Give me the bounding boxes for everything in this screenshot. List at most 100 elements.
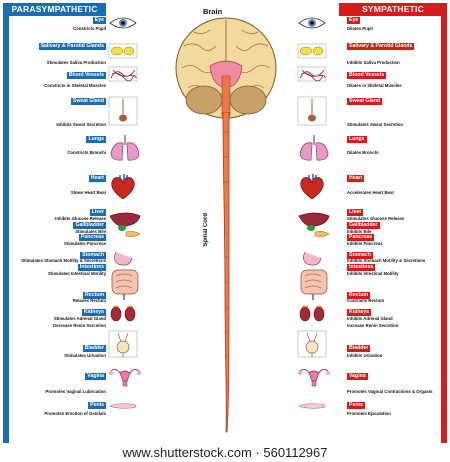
parasympathetic-tag-blood-vessels: Blood Vessels [66, 72, 106, 79]
spinal-cord-illustration [222, 112, 230, 433]
sympathetic-tag-gallbladder: Gallbladder [347, 222, 380, 229]
parasympathetic-effect: Inhibits Sweat Secretion [56, 122, 106, 127]
sympathetic-tag-pancreas: Pancreas [347, 234, 375, 241]
parasympathetic-tag-kidneys: Kidneys [81, 309, 106, 316]
parasympathetic-tag-gallbladder: Gallbladder [73, 222, 106, 229]
blood-vessels-icon [108, 66, 138, 82]
uterus-icon [108, 365, 142, 387]
parasympathetic-tag-heart: Heart [88, 175, 106, 182]
sympathetic-tag-penis: Penis [347, 402, 365, 409]
parasympathetic-effect: Stimulates Bile [75, 229, 106, 234]
sympathetic-effect: Inhibits Bile [347, 229, 372, 234]
sympathetic-tag-bladder: Bladder [347, 345, 371, 352]
lungs-icon [297, 133, 331, 163]
heart-icon [297, 172, 327, 202]
sympathetic-tag-kidneys: Kidneys [347, 309, 372, 316]
parasympathetic-tag-penis: Penis [88, 402, 106, 409]
sympathetic-tag-salivary-parotid-glands: Salivary & Parotid Glands [347, 43, 415, 50]
sweat-gland-icon [108, 96, 138, 126]
liver-icon [108, 210, 142, 240]
bladder-icon [108, 330, 138, 358]
sympathetic-side-bar [441, 3, 447, 443]
sympathetic-effect: Dilates in Skeletal Muscles [347, 83, 402, 88]
stomach-intestines-icon [108, 250, 142, 300]
sympathetic-tag-lungs: Lungs [347, 136, 367, 143]
sympathetic-effect: Dilates Pupil [347, 26, 373, 31]
sympathetic-tag-sweat-gland: Sweat Gland [347, 98, 383, 105]
sympathetic-effect: Inhibits Urination [347, 353, 383, 358]
parasympathetic-tag-intestines: Intestines [77, 264, 106, 271]
parasympathetic-side-bar [3, 3, 9, 443]
parasympathetic-effect: Relaxes Rectum [72, 298, 106, 303]
stomach-intestines-icon [297, 250, 331, 300]
sympathetic-effect: Inhibits Adrenal Gland [347, 316, 393, 321]
spinal-cord-label: Spinal Cord [203, 213, 209, 247]
sympathetic-tag-eye: Eye [347, 17, 361, 24]
watermark: www.shutterstock.com · 560112967 [122, 445, 328, 460]
sympathetic-effect: Inhibits Stomach Motility & Secretions [347, 258, 426, 263]
sympathetic-effect: Inhibits Saliva Production [347, 60, 400, 65]
heart-icon [108, 172, 138, 202]
sympathetic-tag-stomach: Stomach [347, 252, 373, 259]
parasympathetic-tag-liver: Liver [89, 209, 106, 216]
parasympathetic-effect: Stimulates Intestinal Motility [47, 271, 106, 276]
sympathetic-effect: Inhibits Pancreas [347, 241, 383, 246]
parasympathetic-effect: Decrease Renin Secretion [52, 323, 106, 328]
parasympathetic-organs [106, 0, 144, 440]
sympathetic-tag-vagina: Vagina [347, 373, 368, 380]
parasympathetic-tag-bladder: Bladder [82, 345, 106, 352]
sympathetic-tag-heart: Heart [347, 175, 365, 182]
parasympathetic-effect: Stimulates Urination [64, 353, 106, 358]
sympathetic-effect: Stimulates Sweat Secretion [347, 122, 404, 127]
parasympathetic-tag-eye: Eye [92, 17, 106, 24]
bladder-icon [297, 330, 327, 358]
uterus-icon [297, 365, 331, 387]
parasympathetic-effect: Promotes Erection of Genitals [44, 411, 106, 416]
parasympathetic-effect: Stimulates Saliva Production [46, 60, 106, 65]
parasympathetic-effect: Stimulates Stomach Motility & Secretions [21, 258, 106, 263]
sweat-gland-icon [297, 96, 327, 126]
sympathetic-header: SYMPATHETIC [339, 3, 447, 16]
parasympathetic-tag-rectum: Rectum [82, 292, 106, 299]
lungs-icon [108, 133, 142, 163]
sympathetic-tag-intestines: Intestines [347, 264, 376, 271]
parasympathetic-effect: Stimulates Adrenal Gland [53, 316, 106, 321]
sympathetic-effect: Increase Renin Secretion [347, 323, 399, 328]
salivary-gland-icon [297, 43, 327, 59]
sympathetic-tag-rectum: Rectum [347, 292, 371, 299]
sympathetic-effect: Inhibits Intestinal Motility [347, 271, 399, 276]
parasympathetic-effect: Slows Heart Beat [70, 190, 106, 195]
sympathetic-tag-blood-vessels: Blood Vessels [347, 72, 387, 79]
parasympathetic-effect: Promotes Vaginal Lubrication [45, 389, 106, 394]
blood-vessels-icon [297, 66, 327, 82]
parasympathetic-effect: Constricts Bronchi [67, 150, 106, 155]
salivary-gland-icon [108, 43, 138, 59]
sympathetic-effect: Accelerates Heart Beat [347, 190, 394, 195]
liver-icon [297, 210, 331, 240]
parasympathetic-effect: Constricts in Skeletal Muscles [44, 83, 106, 88]
sympathetic-effect: Stimulates Glucose Release [347, 216, 405, 221]
parasympathetic-tag-pancreas: Pancreas [78, 234, 106, 241]
penis-icon [297, 400, 327, 412]
parasympathetic-effect: Stimulates Pancreas [63, 241, 106, 246]
sympathetic-effect: Promotes Ejaculation [347, 411, 391, 416]
sympathetic-effect: Promotes Vaginal Contractions & Orgasm [347, 389, 433, 394]
sympathetic-tag-liver: Liver [347, 209, 364, 216]
parasympathetic-tag-lungs: Lungs [86, 136, 106, 143]
parasympathetic-tag-stomach: Stomach [80, 252, 106, 259]
sympathetic-effect: Contracts Rectum [347, 298, 385, 303]
parasympathetic-effect: Constricts Pupil [73, 26, 106, 31]
parasympathetic-tag-sweat-gland: Sweat Gland [70, 98, 106, 105]
kidneys-icon [297, 305, 327, 323]
sympathetic-organs [295, 0, 333, 440]
parasympathetic-header: PARASYMPATHETIC [3, 3, 106, 16]
eye-icon [108, 16, 138, 30]
eye-icon [297, 16, 327, 30]
penis-icon [108, 400, 138, 412]
brain-illustration [175, 17, 277, 119]
brain-label: Brain [203, 7, 223, 16]
parasympathetic-effect: Inhibits Glucose Release [55, 216, 106, 221]
kidneys-icon [108, 305, 138, 323]
